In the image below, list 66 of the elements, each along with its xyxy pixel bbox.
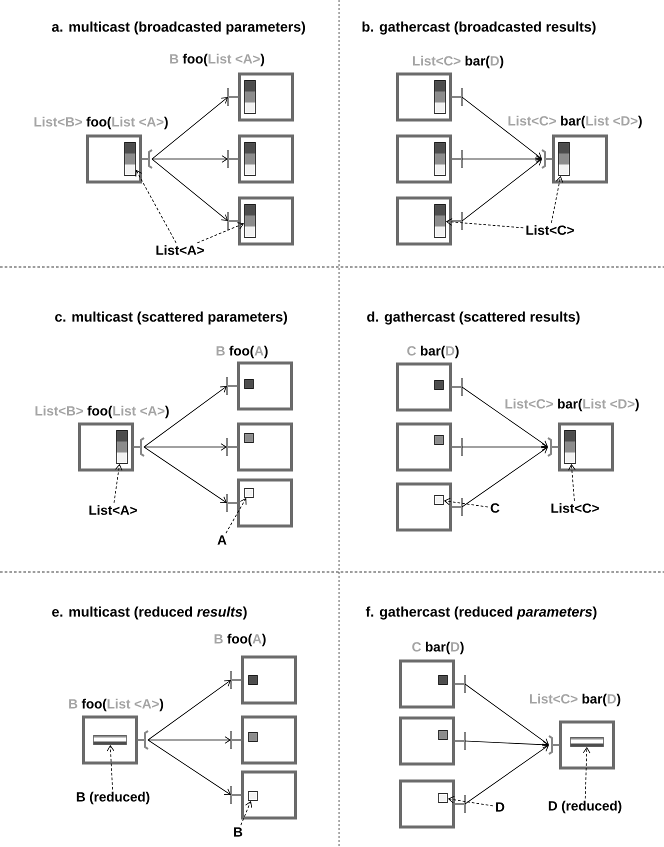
panel-title: b. gathercast (broadcasted results) [362,21,596,35]
list-stack-drawing [244,204,256,238]
panel-title: d. gathercast (scattered results) [367,311,580,325]
leader-line [114,464,122,504]
component-box [230,770,297,820]
callout-label: List<C> [551,503,599,513]
leader-line [196,222,244,244]
callout-label: List<A> [89,505,137,515]
value-square [244,488,254,498]
callout-label: A [218,535,226,545]
value-square [434,495,444,505]
panel-title: f. gathercast (reduced parameters) [366,606,596,620]
signature-heading: List<B> foo(List <A>) [35,406,169,418]
component-box [396,482,463,532]
arrow [462,447,548,508]
leader-line [226,498,246,534]
arrow [152,97,228,160]
value-square [438,793,448,803]
arrow [464,745,550,804]
list-stack-drawing [434,204,446,238]
arrow [464,684,550,745]
arrow [148,740,232,795]
leader-line [446,218,524,228]
signature-heading: C bar(D) [412,642,464,654]
panel-title: a. multicast (broadcasted parameters) [52,22,306,35]
signature-heading: List<C> bar(List <D>) [505,398,639,412]
callout-label: B [234,827,242,837]
arrow [152,158,228,222]
arrow [148,680,232,740]
arrow [464,740,550,748]
callout-label: List<A> [156,245,204,255]
callout-label: C [490,503,500,513]
arrow [462,155,542,163]
signature-heading: B foo(A) [214,634,266,646]
arrow [144,446,228,503]
arrow [462,159,542,222]
arrow [462,96,542,160]
signature-heading: List<B> foo(List <A>) [34,116,168,130]
arrow [462,386,548,447]
callout-label: B (reduced) [76,792,150,804]
leader-line [240,800,252,826]
signature-heading: B foo(List <A>) [170,54,264,66]
signature-heading: List<C> bar(List <D>) [508,116,642,128]
arrow [144,386,228,448]
signature-heading: B foo(A) [216,346,268,358]
value-square [248,791,258,801]
callout-label: D (reduced) [548,800,622,814]
signature-heading: List<C> bar(D) [530,694,620,706]
leader-line [135,170,176,244]
callout-label: D [496,802,504,812]
component-box [399,780,466,828]
leader-line [568,464,576,502]
signature-heading: B foo(List <A>) [69,698,164,712]
panel-title: c. multicast (scattered parameters) [55,311,288,325]
signature-heading: C bar(D) [407,346,459,358]
arrow [144,443,228,451]
leader-line [444,498,488,508]
leader-line [448,796,494,806]
arrow [152,155,228,163]
callout-label: List<C> [526,225,574,235]
panel-title: e. multicast (reduced results) [52,606,247,620]
arrow [462,443,548,451]
signature-heading: List<C> bar(D) [412,56,504,68]
leader-line [551,176,564,224]
component-box [226,478,293,528]
arrow [148,736,232,744]
